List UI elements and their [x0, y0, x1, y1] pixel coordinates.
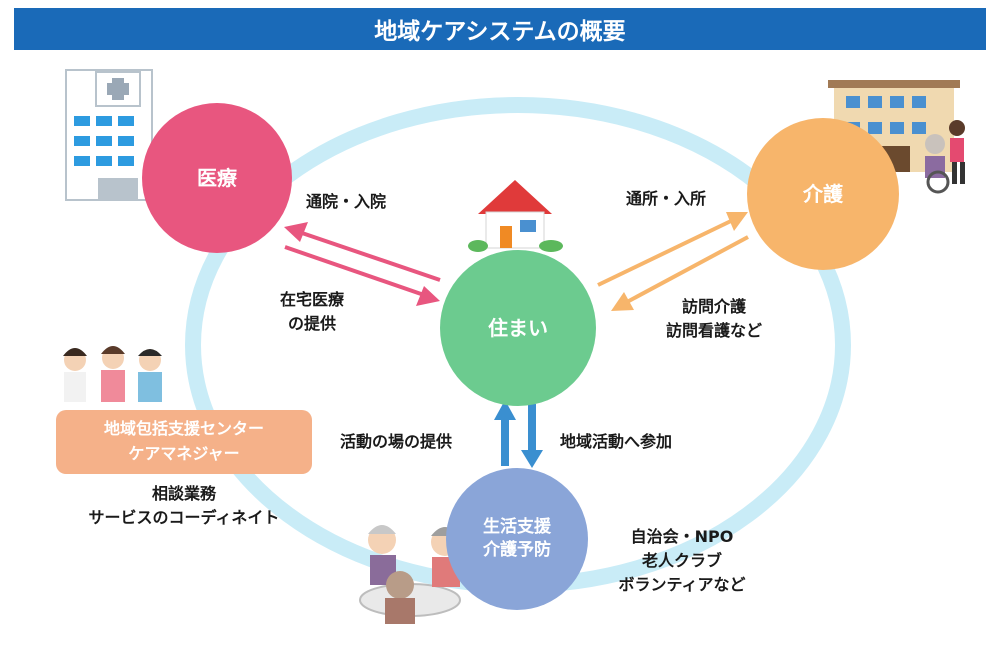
arrow-care-to-home — [611, 235, 749, 311]
support-center-line1: 地域包括支援センター — [103, 419, 264, 439]
home-label: 住まい — [488, 315, 548, 340]
prevention-label-line2: 介護予防 — [483, 540, 551, 560]
community-line2: 老人クラブ — [641, 551, 722, 570]
community-line3: ボランティアなど — [618, 575, 746, 594]
medical-node: 医療 — [142, 103, 292, 253]
home-medical-label: 在宅医療 の提供 — [280, 288, 344, 336]
care-node: 介護 — [747, 118, 899, 270]
medical-label: 医療 — [197, 165, 237, 190]
arrow-down-to-prevention — [521, 404, 543, 468]
care-visit-label: 通所・入所 — [626, 189, 707, 208]
community-participation-label: 地域活動へ参加 — [560, 432, 673, 451]
arrow-home-to-care — [597, 212, 748, 287]
house-icon — [468, 180, 563, 252]
support-desc-line1: 相談業務 — [151, 484, 216, 503]
community-line1: 自治会・NPO — [630, 527, 734, 546]
visit-care-line2: 訪問看護など — [666, 321, 763, 340]
page-title: 地域ケアシステムの概要 — [14, 8, 986, 50]
support-center-description: 相談業務 サービスのコーディネイト — [56, 482, 312, 530]
visit-care-label: 訪問介護 訪問看護など — [666, 295, 762, 343]
arrow-home-to-medical — [284, 222, 441, 282]
elderly-group-icon — [359, 525, 461, 624]
home-medical-line1: 在宅医療 — [280, 290, 345, 309]
activity-place-label: 活動の場の提供 — [340, 432, 453, 451]
community-groups-label: 自治会・NPO 老人クラブ ボランティアなど — [607, 525, 757, 597]
care-staff-icon — [63, 346, 162, 402]
prevention-node: 生活支援 介護予防 — [446, 468, 588, 610]
support-center-line2: ケアマネジャー — [128, 444, 240, 463]
visit-care-line1: 訪問介護 — [682, 297, 747, 316]
arrow-up-to-home — [494, 400, 516, 466]
care-label: 介護 — [803, 181, 843, 206]
support-center-box: 地域包括支援センター ケアマネジャー — [56, 410, 312, 474]
medical-visit-label: 通院・入院 — [306, 192, 387, 211]
prevention-label-line1: 生活支援 — [483, 517, 551, 538]
home-medical-line2: の提供 — [288, 314, 337, 333]
support-desc-line2: サービスのコーディネイト — [88, 508, 280, 527]
home-node: 住まい — [440, 250, 596, 406]
arrow-medical-to-home — [284, 245, 440, 306]
hospital-icon — [65, 69, 153, 201]
